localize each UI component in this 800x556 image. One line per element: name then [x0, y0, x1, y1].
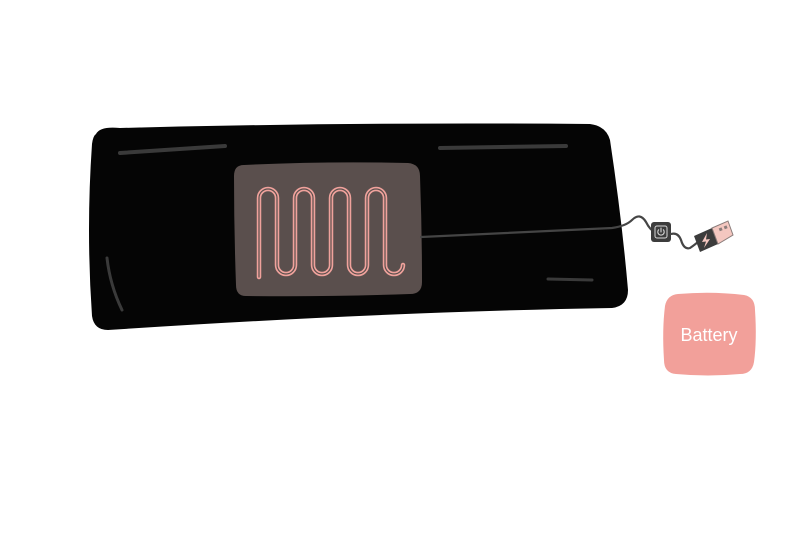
- power-icon: [657, 227, 665, 236]
- battery-label: Battery: [680, 325, 737, 345]
- power-cable: [419, 215, 657, 239]
- highlight-left-side: [105, 256, 124, 312]
- heating-pad: [234, 162, 422, 297]
- highlight-top-left: [118, 144, 227, 155]
- belt-highlights: [105, 144, 594, 312]
- power-control-box: [651, 222, 671, 242]
- highlight-bottom-right: [546, 277, 594, 282]
- battery-body: [663, 292, 756, 376]
- charge-cable: [669, 232, 702, 250]
- heating-element-inner-line: [258, 188, 404, 278]
- usb-plug: [711, 220, 734, 245]
- charge-connector: [694, 228, 718, 252]
- lightning-bolt-icon: [702, 233, 710, 248]
- battery-pack: Battery: [663, 292, 756, 376]
- highlight-top-right: [438, 144, 568, 150]
